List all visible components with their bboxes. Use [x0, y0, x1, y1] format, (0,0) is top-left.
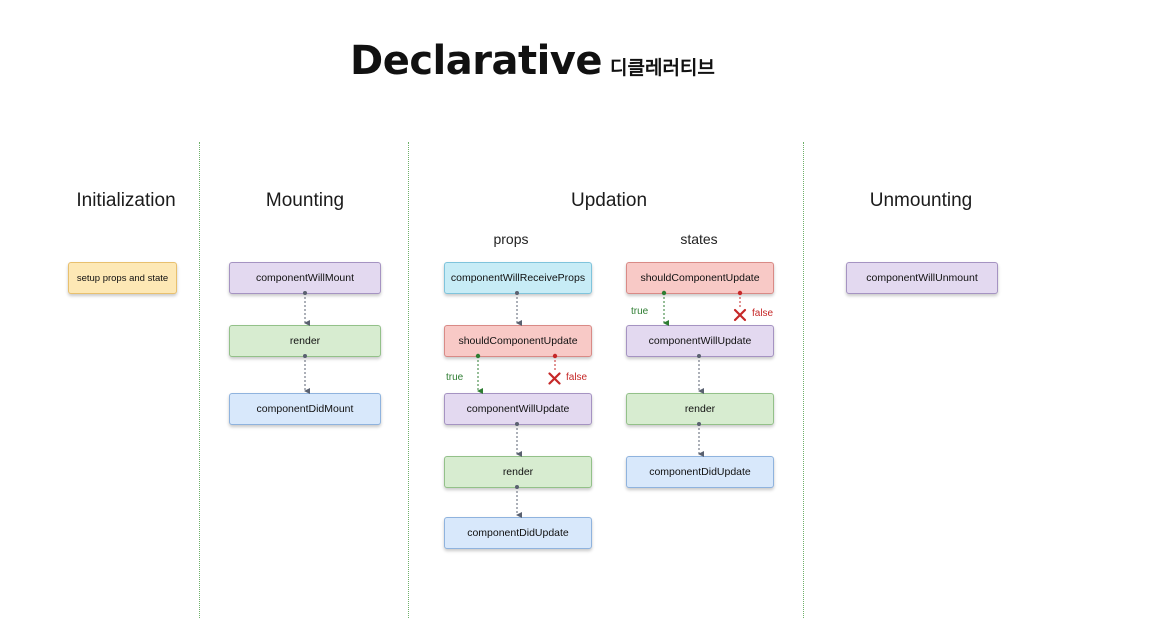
states-did-update-box: componentDidUpdate	[626, 456, 774, 488]
props-false-label: false	[566, 372, 588, 383]
states-arrow-3	[697, 422, 704, 457]
title-main: Declarative	[350, 38, 603, 84]
states-heading: states	[680, 231, 718, 247]
props-arrow-4	[515, 485, 522, 518]
states-false-label: false	[752, 308, 774, 319]
divider-2	[408, 142, 409, 618]
phase-mounting: Mounting	[265, 190, 345, 211]
divider-3	[803, 142, 804, 618]
mount-arrow-2	[303, 354, 310, 394]
props-will-update-box: componentWillUpdate	[444, 393, 592, 425]
unmount-will-unmount-box: componentWillUnmount	[846, 262, 998, 294]
phase-initialization: Initialization	[76, 190, 176, 211]
phase-updation: Updation	[570, 190, 648, 211]
title-korean: 디클레러티브	[610, 57, 715, 79]
props-did-update-box: componentDidUpdate	[444, 517, 592, 549]
mount-arrow-1	[303, 291, 310, 326]
states-will-update-box: componentWillUpdate	[626, 325, 774, 357]
props-arrow-3	[515, 422, 522, 457]
props-false-x-icon	[548, 372, 561, 385]
states-true-label: true	[631, 306, 649, 317]
states-false-arrow	[737, 290, 743, 308]
divider-1	[199, 142, 200, 618]
states-arrow-2	[697, 354, 704, 394]
props-arrow-1	[515, 291, 522, 326]
props-true-label: true	[446, 372, 464, 383]
setup-props-state-box: setup props and state	[68, 262, 177, 294]
props-heading: props	[493, 231, 529, 247]
states-false-x-icon	[733, 308, 747, 322]
states-should-update-box: shouldComponentUpdate	[626, 262, 774, 294]
page-title: Declarative 디클레러티브	[350, 38, 715, 84]
props-will-receive-props-box: componentWillReceiveProps	[444, 262, 592, 294]
props-false-arrow	[552, 353, 558, 372]
props-true-arrow	[475, 353, 483, 394]
mount-did-mount-box: componentDidMount	[229, 393, 381, 425]
phase-unmounting: Unmounting	[869, 190, 973, 211]
mount-will-mount-box: componentWillMount	[229, 262, 381, 294]
states-true-arrow	[661, 290, 669, 326]
